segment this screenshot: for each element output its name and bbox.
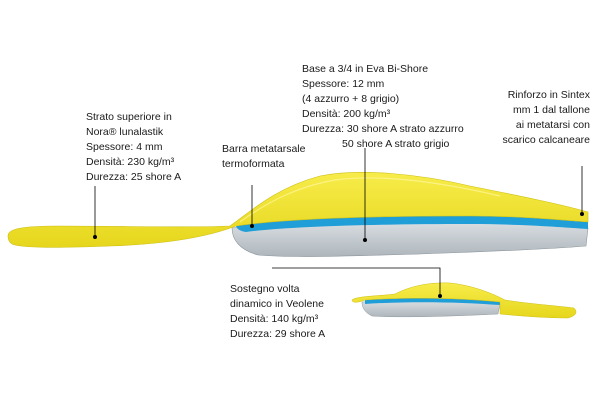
top-layer-line5: Durezza: 25 shore A [86, 171, 182, 183]
reinforcement-line4: scarico calcaneare [502, 134, 590, 146]
base-line2: Spessore: 12 mm [302, 78, 385, 90]
reinforcement-line3: ai metatarsi con [515, 119, 590, 131]
small-insole [351, 282, 577, 319]
label-top-layer: Strato superiore in Nora® lunalastik Spe… [86, 110, 181, 185]
top-layer-line1: Strato superiore in [86, 111, 172, 123]
arch-line3: Densità: 140 kg/m³ [230, 313, 319, 325]
top-layer-line3: Spessore: 4 mm [86, 141, 163, 153]
top-layer-line2: Nora® lunalastik [86, 126, 164, 138]
base-line3: (4 azzurro + 8 grigio) [302, 93, 400, 105]
base-line4: Densità: 200 kg/m³ [302, 108, 391, 120]
small-yellow-top [351, 282, 577, 319]
leader-reinforcement-dot [580, 211, 585, 216]
base-line6: 50 shore A strato grigio [342, 138, 450, 150]
label-base: Base a 3/4 in Eva Bi-Shore Spessore: 12 … [302, 62, 464, 152]
leader-arch [272, 267, 441, 296]
leader-lines [93, 148, 585, 298]
metatarsal-line2: termoformata [222, 158, 285, 170]
blue-base-layer [236, 216, 588, 232]
top-layer-line4: Densità: 230 kg/m³ [86, 156, 175, 168]
label-arch-support: Sostegno volta dinamico in Veolene Densi… [230, 282, 325, 342]
leader-arch-dot [437, 293, 442, 298]
base-line5: Durezza: 30 shore A strato azzurro [302, 123, 464, 135]
leader-base-dot [362, 237, 367, 242]
arch-line1: Sostegno volta [230, 283, 300, 295]
small-blue-layer [365, 298, 500, 305]
arch-line4: Durezza: 29 shore A [230, 328, 326, 340]
base-line1: Base a 3/4 in Eva Bi-Shore [302, 63, 429, 75]
reinforcement-line2: mm 1 dal tallone [512, 104, 590, 116]
main-insole [7, 172, 589, 257]
leader-top-layer-dot [93, 234, 98, 239]
arch-line2: dinamico in Veolene [230, 298, 324, 310]
reinforcement-line1: Rinforzo in Sintex [507, 89, 590, 101]
label-metatarsal-bar: Barra metatarsale termoformata [222, 142, 305, 172]
yellow-top-layer [7, 172, 589, 248]
leader-metatarsal-dot [249, 223, 254, 228]
metatarsal-line1: Barra metatarsale [222, 143, 306, 155]
label-reinforcement: Rinforzo in Sintex mm 1 dal tallone ai m… [502, 88, 590, 148]
